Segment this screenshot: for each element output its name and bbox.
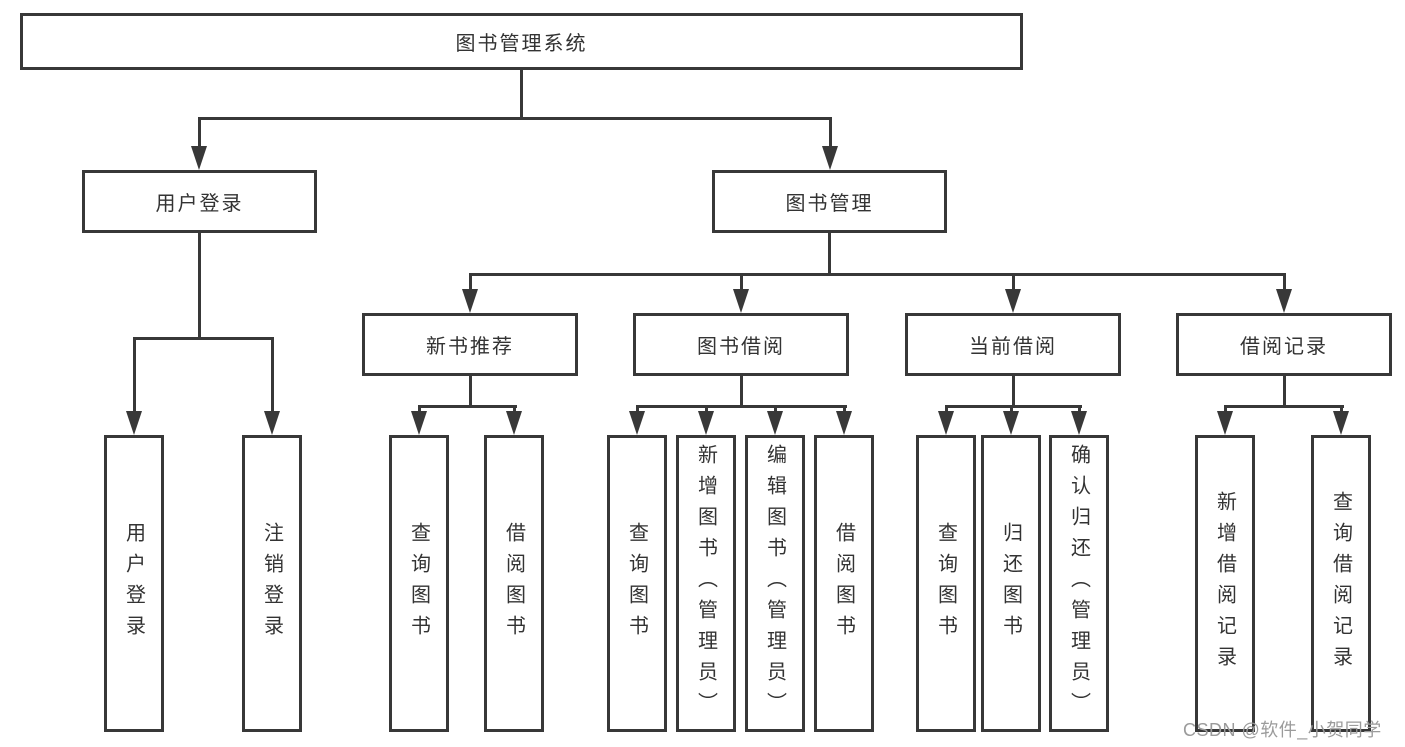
watermark: CSDN @软件_小贺同学 bbox=[1183, 720, 1382, 740]
connector-drop-leaf bbox=[1340, 405, 1343, 416]
leaf-borrow-books-2: 借阅图书 bbox=[814, 435, 874, 732]
connector-stem-root bbox=[520, 68, 523, 119]
arrow-down-icon bbox=[733, 289, 749, 313]
connector-drop-leaf bbox=[1010, 405, 1013, 416]
connector-drop-new-book bbox=[469, 273, 472, 293]
connector-bar-level3 bbox=[469, 273, 1286, 276]
connector-drop-leaf bbox=[133, 337, 136, 415]
connector-drop-borrow-records bbox=[1283, 273, 1286, 293]
connector-drop-book-borrow bbox=[740, 273, 743, 293]
connector-bar-borrow-records bbox=[1224, 405, 1344, 408]
connector-drop-leaf bbox=[513, 405, 516, 416]
arrow-down-icon bbox=[462, 289, 478, 313]
node-borrow-records: 借阅记录 bbox=[1176, 313, 1392, 376]
arrow-down-icon bbox=[698, 411, 714, 435]
arrow-down-icon bbox=[191, 146, 207, 170]
connector-stem-current-borrow bbox=[1012, 375, 1015, 408]
connector-drop-leaf bbox=[774, 405, 777, 416]
node-new-book-recommend: 新书推荐 bbox=[362, 313, 578, 376]
arrow-down-icon bbox=[822, 146, 838, 170]
arrow-down-icon bbox=[264, 411, 280, 435]
connector-drop-leaf bbox=[418, 405, 421, 416]
arrow-down-icon bbox=[126, 411, 142, 435]
arrow-down-icon bbox=[767, 411, 783, 435]
leaf-query-books-1: 查询图书 bbox=[389, 435, 449, 732]
leaf-borrow-books-1: 借阅图书 bbox=[484, 435, 544, 732]
arrow-down-icon bbox=[938, 411, 954, 435]
connector-drop-leaf bbox=[271, 337, 274, 415]
leaf-edit-book-admin: 编辑图书（管理员） bbox=[745, 435, 805, 732]
node-book-borrow: 图书借阅 bbox=[633, 313, 849, 376]
connector-stem-user-login bbox=[198, 233, 201, 340]
connector-drop-leaf bbox=[1078, 405, 1081, 416]
arrow-down-icon bbox=[629, 411, 645, 435]
leaf-query-books-3: 查询图书 bbox=[916, 435, 976, 732]
connector-drop-current-borrow bbox=[1012, 273, 1015, 293]
leaf-add-book-admin: 新增图书（管理员） bbox=[676, 435, 736, 732]
connector-bar-current-borrow bbox=[945, 405, 1082, 408]
leaf-user-login: 用户登录 bbox=[104, 435, 164, 732]
connector-stem-book-management bbox=[828, 233, 831, 275]
node-book-management: 图书管理 bbox=[712, 170, 947, 233]
arrow-down-icon bbox=[1217, 411, 1233, 435]
connector-stem-book-borrow bbox=[740, 375, 743, 408]
arrow-down-icon bbox=[1005, 289, 1021, 313]
leaf-return-book: 归还图书 bbox=[981, 435, 1041, 732]
connector-drop-leaf bbox=[945, 405, 948, 416]
arrow-down-icon bbox=[1071, 411, 1087, 435]
connector-drop-user-login bbox=[198, 117, 201, 149]
arrow-down-icon bbox=[506, 411, 522, 435]
node-root: 图书管理系统 bbox=[20, 13, 1023, 70]
leaf-query-books-2: 查询图书 bbox=[607, 435, 667, 732]
connector-drop-leaf bbox=[705, 405, 708, 416]
connector-bar-new-book bbox=[418, 405, 517, 408]
node-current-borrow: 当前借阅 bbox=[905, 313, 1121, 376]
arrow-down-icon bbox=[1333, 411, 1349, 435]
node-user-login: 用户登录 bbox=[82, 170, 317, 233]
connector-drop-book-management bbox=[829, 117, 832, 149]
connector-drop-leaf bbox=[1224, 405, 1227, 416]
connector-drop-leaf bbox=[636, 405, 639, 416]
leaf-query-borrow-record: 查询借阅记录 bbox=[1311, 435, 1371, 732]
arrow-down-icon bbox=[836, 411, 852, 435]
arrow-down-icon bbox=[411, 411, 427, 435]
arrow-down-icon bbox=[1003, 411, 1019, 435]
leaf-logout: 注销登录 bbox=[242, 435, 302, 732]
connector-stem-new-book bbox=[469, 375, 472, 408]
leaf-confirm-return-admin: 确认归还（管理员） bbox=[1049, 435, 1109, 732]
leaf-add-borrow-record: 新增借阅记录 bbox=[1195, 435, 1255, 732]
connector-stem-borrow-records bbox=[1283, 375, 1286, 408]
arrow-down-icon bbox=[1276, 289, 1292, 313]
connector-bar-book-borrow bbox=[636, 405, 847, 408]
connector-drop-leaf bbox=[843, 405, 846, 416]
connector-bar-level2 bbox=[198, 117, 832, 120]
connector-bar-user-login bbox=[133, 337, 274, 340]
